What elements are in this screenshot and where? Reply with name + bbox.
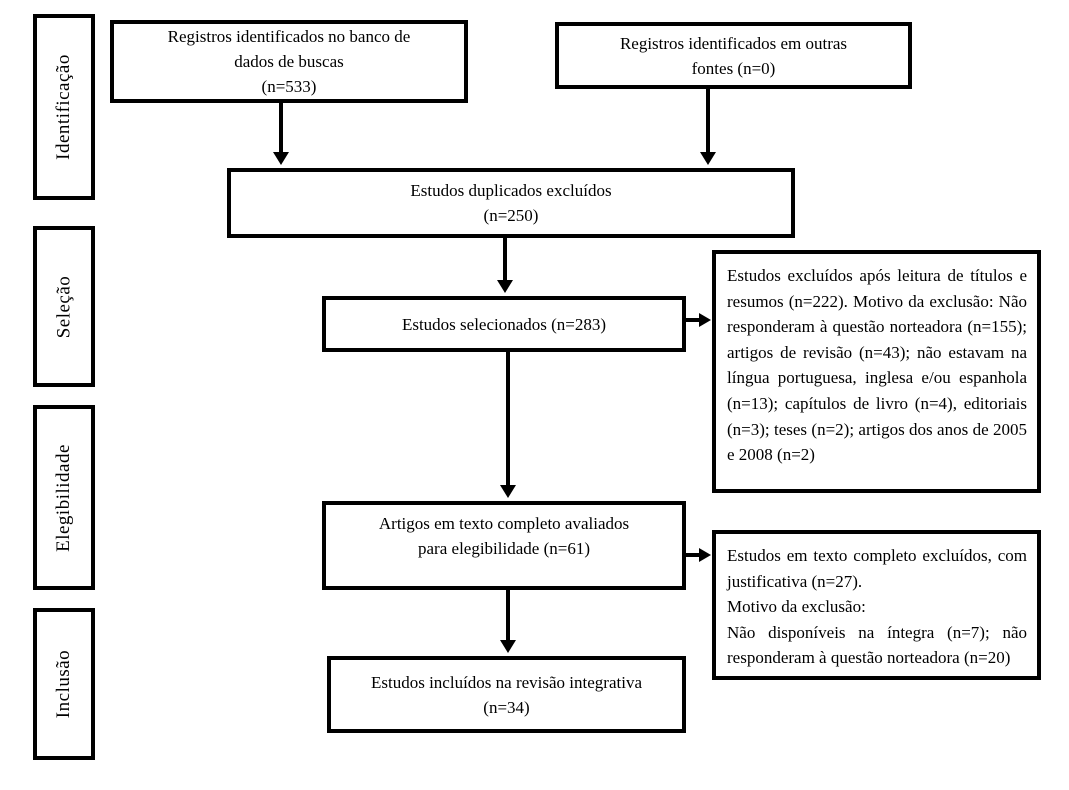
arrow-database-to-duplicates [279,103,283,153]
arrow-selected-to-fulltext [506,352,510,486]
box-fulltext-assessed: Artigos em texto completo avaliados para… [322,501,686,590]
phase-inclusion: Inclusão [33,608,95,760]
phase-identification: Identificação [33,14,95,200]
phase-selection-label: Seleção [53,275,75,338]
box-duplicates-excluded: Estudos duplicados excluídos (n=250) [227,168,795,238]
arrow-selected-to-excluded-screening [686,318,700,322]
box-excluded-after-screening: Estudos excluídos após leitura de título… [712,250,1041,493]
box-studies-included: Estudos incluídos na revisão integrativa… [327,656,686,733]
box-studies-selected-text: Estudos selecionados (n=283) [401,314,607,334]
box-studies-included-text: Estudos incluídos na revisão integrativa… [371,672,642,717]
box-studies-selected: Estudos selecionados (n=283) [322,296,686,352]
box-fulltext-assessed-text: Artigos em texto completo avaliados para… [378,514,630,558]
box-other-sources-records-text: Registros identificados em outras fontes… [619,33,848,78]
box-database-records-text: Registros identificados no banco de dado… [167,27,411,96]
arrow-fulltext-to-included [506,590,510,641]
phase-inclusion-label: Inclusão [53,649,74,719]
box-excluded-fulltext-text: Estudos em texto completo excluídos, com… [727,546,1027,668]
box-duplicates-excluded-text: Estudos duplicados excluídos (n=250) [410,181,612,225]
arrow-other-sources-to-duplicates [706,89,710,153]
arrow-fulltext-to-excluded-fulltext [686,553,700,557]
phase-eligibility: Elegibilidade [33,405,95,590]
box-other-sources-records: Registros identificados em outras fontes… [555,22,912,89]
box-excluded-fulltext: Estudos em texto completo excluídos, com… [712,530,1041,680]
arrow-duplicates-to-selected [503,238,507,281]
box-excluded-after-screening-text: Estudos excluídos após leitura de título… [727,266,1027,465]
phase-selection: Seleção [33,226,95,387]
phase-identification-label: Identificação [53,54,74,160]
phase-eligibility-label: Elegibilidade [53,443,74,552]
box-database-records: Registros identificados no banco de dado… [110,20,468,103]
